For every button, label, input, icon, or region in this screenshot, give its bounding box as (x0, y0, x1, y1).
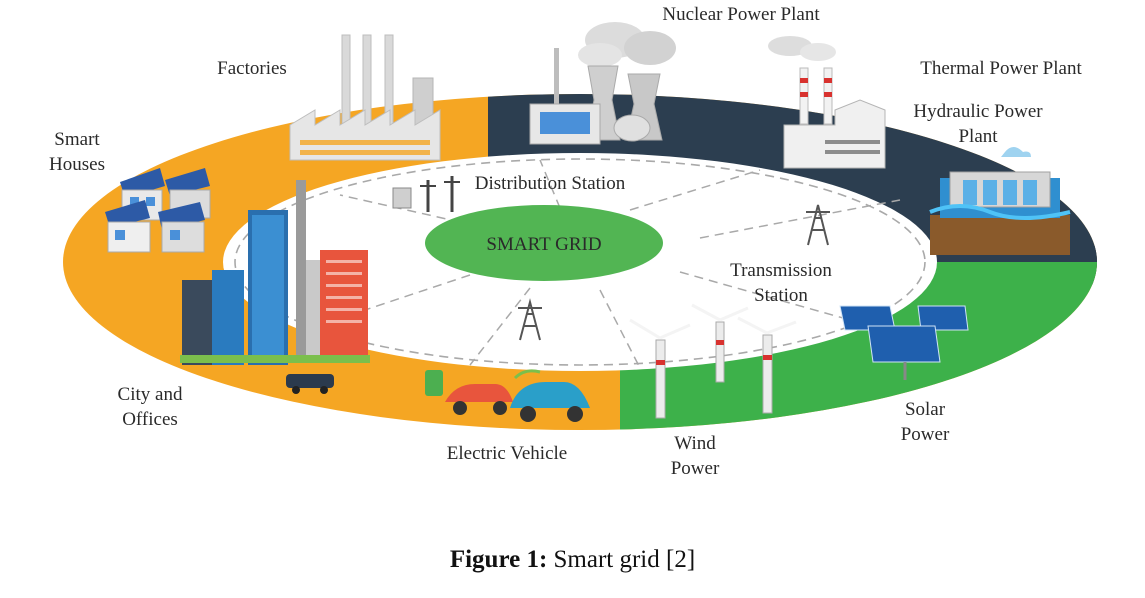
factory-icon (289, 34, 441, 161)
figure-caption: Figure 1: Smart grid [2] (0, 546, 1145, 574)
label-city-line1: City and (118, 384, 183, 405)
label-transmission-line1: Transmission (730, 260, 832, 281)
transmission-tower-icon-2 (518, 298, 542, 341)
thermal-plant-icon (768, 36, 886, 169)
nuclear-plant-icon (529, 22, 676, 145)
caption-prefix: Figure 1: (449, 546, 548, 573)
label-thermal: Thermal Power Plant (920, 58, 1082, 79)
label-city-line2: Offices (122, 409, 178, 430)
hydraulic-plant-icon (929, 147, 1071, 255)
label-factories: Factories (217, 58, 287, 79)
label-wind-line2: Power (671, 458, 720, 479)
label-electric-vehicle: Electric Vehicle (447, 443, 567, 464)
smart-houses-icon (105, 168, 211, 253)
inner-dashed-ring (234, 158, 926, 366)
label-hydraulic-line1: Hydraulic Power (913, 101, 1043, 122)
label-hydraulic-line2: Plant (958, 126, 998, 147)
wind-turbines-icon (629, 303, 797, 419)
center-label: SMART GRID (486, 234, 601, 255)
transmission-tower-icon (806, 204, 830, 246)
distribution-station-icon (392, 176, 460, 212)
label-solar-line2: Power (901, 424, 950, 445)
electric-vehicle-icon (425, 369, 590, 422)
solar-panels-icon (839, 305, 969, 380)
label-transmission-line2: Station (754, 285, 808, 306)
label-smart-houses-line1: Smart (54, 129, 100, 150)
caption-text: Smart grid [2] (547, 546, 696, 573)
radial-lines (334, 159, 901, 369)
smart-grid-center (425, 205, 663, 281)
city-buildings-icon (180, 180, 370, 394)
label-wind-line1: Wind (674, 433, 716, 454)
label-solar-line1: Solar (905, 399, 946, 420)
label-nuclear: Nuclear Power Plant (662, 4, 820, 25)
label-smart-houses-line2: Houses (49, 154, 105, 175)
label-distribution: Distribution Station (475, 173, 626, 194)
